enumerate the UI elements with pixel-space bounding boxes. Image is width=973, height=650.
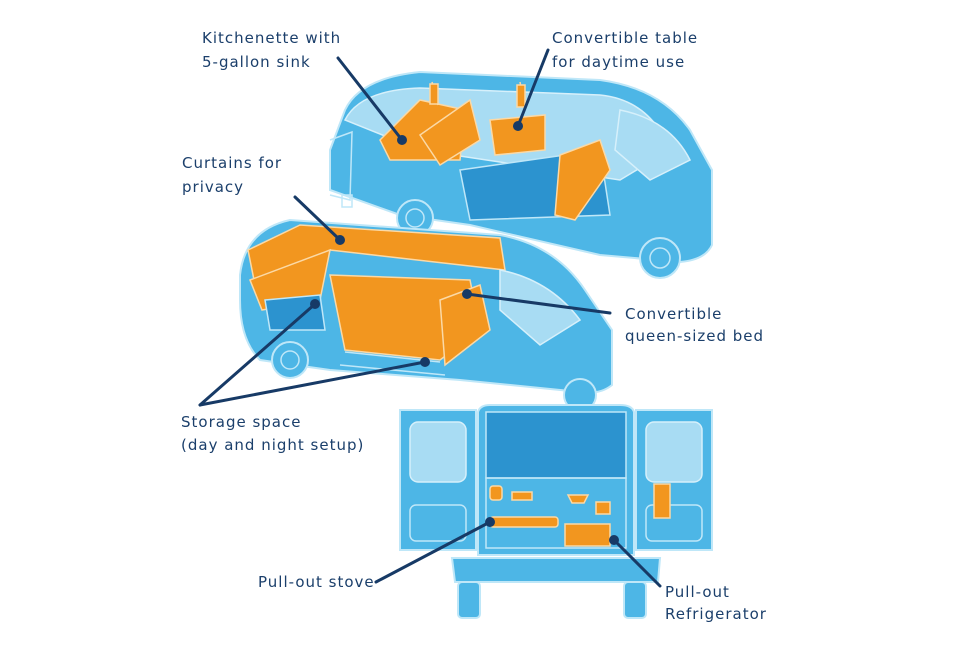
label-curtains: Curtains for privacy	[182, 154, 288, 196]
label-convertible-table: Convertible table for daytime use	[552, 29, 704, 71]
van-night-setup	[239, 218, 613, 412]
label-pullout-stove: Pull-out stove	[258, 573, 375, 591]
label-queen-bed: Convertible queen-sized bed	[625, 305, 764, 345]
van-day-setup	[329, 70, 713, 279]
label-kitchenette: Kitchenette with 5-gallon sink	[202, 29, 347, 71]
leader-lines	[198, 48, 662, 588]
label-pullout-refrigerator: Pull-out Refrigerator	[665, 583, 767, 623]
van-rear-view	[399, 404, 713, 619]
label-storage-space: Storage space (day and night setup)	[181, 413, 364, 454]
